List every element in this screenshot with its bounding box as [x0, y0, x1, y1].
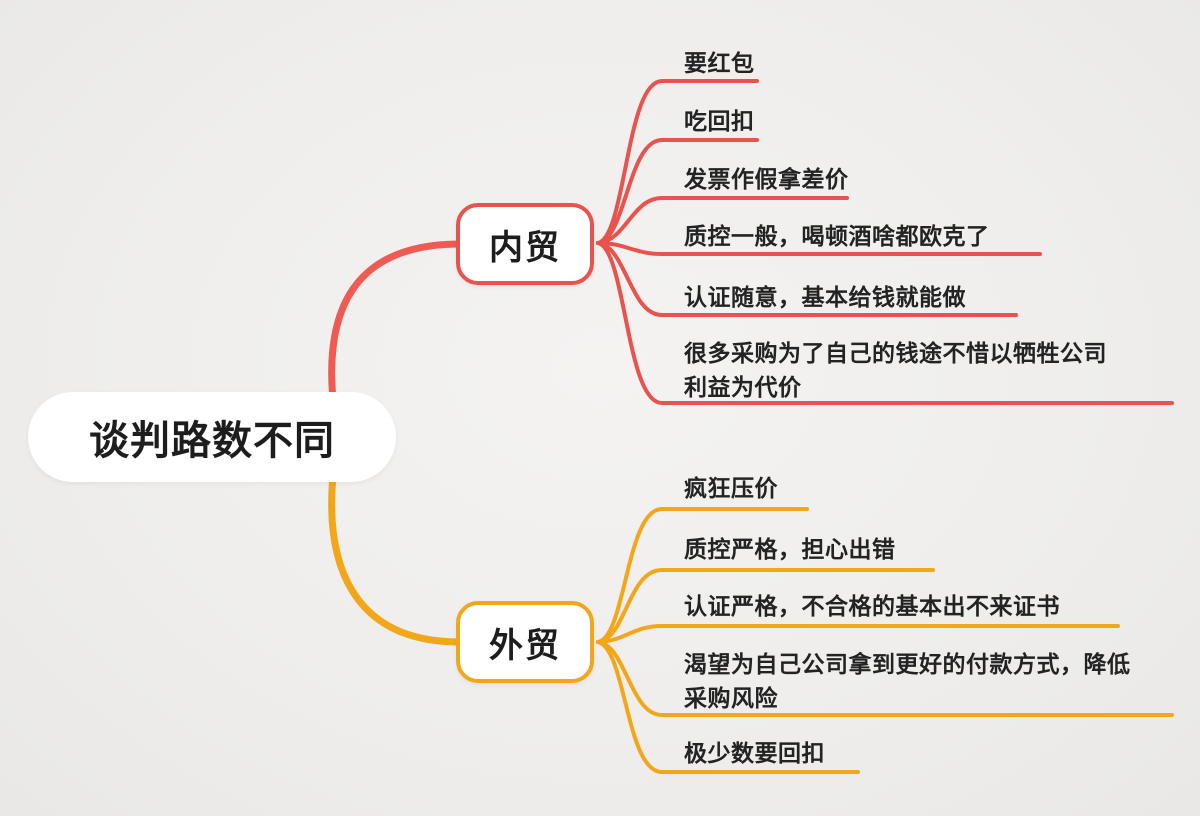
leaf-domestic-6[interactable]: 很多采购为了自己的钱途不惜以牺牲公司利益为代价	[684, 340, 1107, 400]
connector-domestic-1	[596, 79, 759, 245]
trunk-foreign	[328, 472, 464, 646]
fan-domestic	[596, 79, 1174, 405]
root-node-label: 谈判路数不同	[89, 419, 335, 463]
connector-domestic-3	[596, 196, 849, 245]
leaf-foreign-4[interactable]: 渴望为自己公司拿到更好的付款方式，降低采购风险	[684, 651, 1131, 711]
branch-node-domestic-trade[interactable]: 内贸	[456, 203, 594, 285]
leaf-domestic-3[interactable]: 发票作假拿差价	[684, 166, 849, 192]
connector-domestic-2	[596, 138, 759, 245]
leaf-domestic-1[interactable]: 要红包	[684, 50, 755, 76]
fan-foreign	[596, 507, 1174, 774]
connector-foreign-5	[596, 640, 860, 774]
leaf-foreign-1[interactable]: 疯狂压价	[684, 475, 778, 501]
branch-node-domestic-label: 内贸	[489, 228, 561, 267]
connector-foreign-3	[596, 624, 1120, 644]
leaf-foreign-2[interactable]: 质控严格，担心出错	[684, 536, 896, 562]
leaf-foreign-3[interactable]: 认证严格，不合格的基本出不来证书	[684, 593, 1060, 619]
trunk-domestic	[328, 240, 464, 404]
root-node[interactable]: 谈判路数不同	[28, 392, 396, 482]
leaf-domestic-2[interactable]: 吃回扣	[684, 108, 755, 134]
connector-domestic-6	[596, 241, 1174, 405]
leaf-domestic-4[interactable]: 质控一般，喝顿酒啥都欧克了	[684, 223, 990, 249]
connector-domestic-5	[596, 241, 1018, 317]
leaf-domestic-5[interactable]: 认证随意，基本给钱就能做	[684, 284, 966, 310]
branch-node-foreign-label: 外贸	[489, 626, 561, 665]
connector-foreign-1	[596, 507, 809, 644]
connector-foreign-2	[596, 568, 935, 644]
connector-domestic-4	[596, 241, 1042, 256]
branch-node-foreign-trade[interactable]: 外贸	[456, 601, 594, 683]
leaf-foreign-5[interactable]: 极少数要回扣	[684, 740, 825, 766]
